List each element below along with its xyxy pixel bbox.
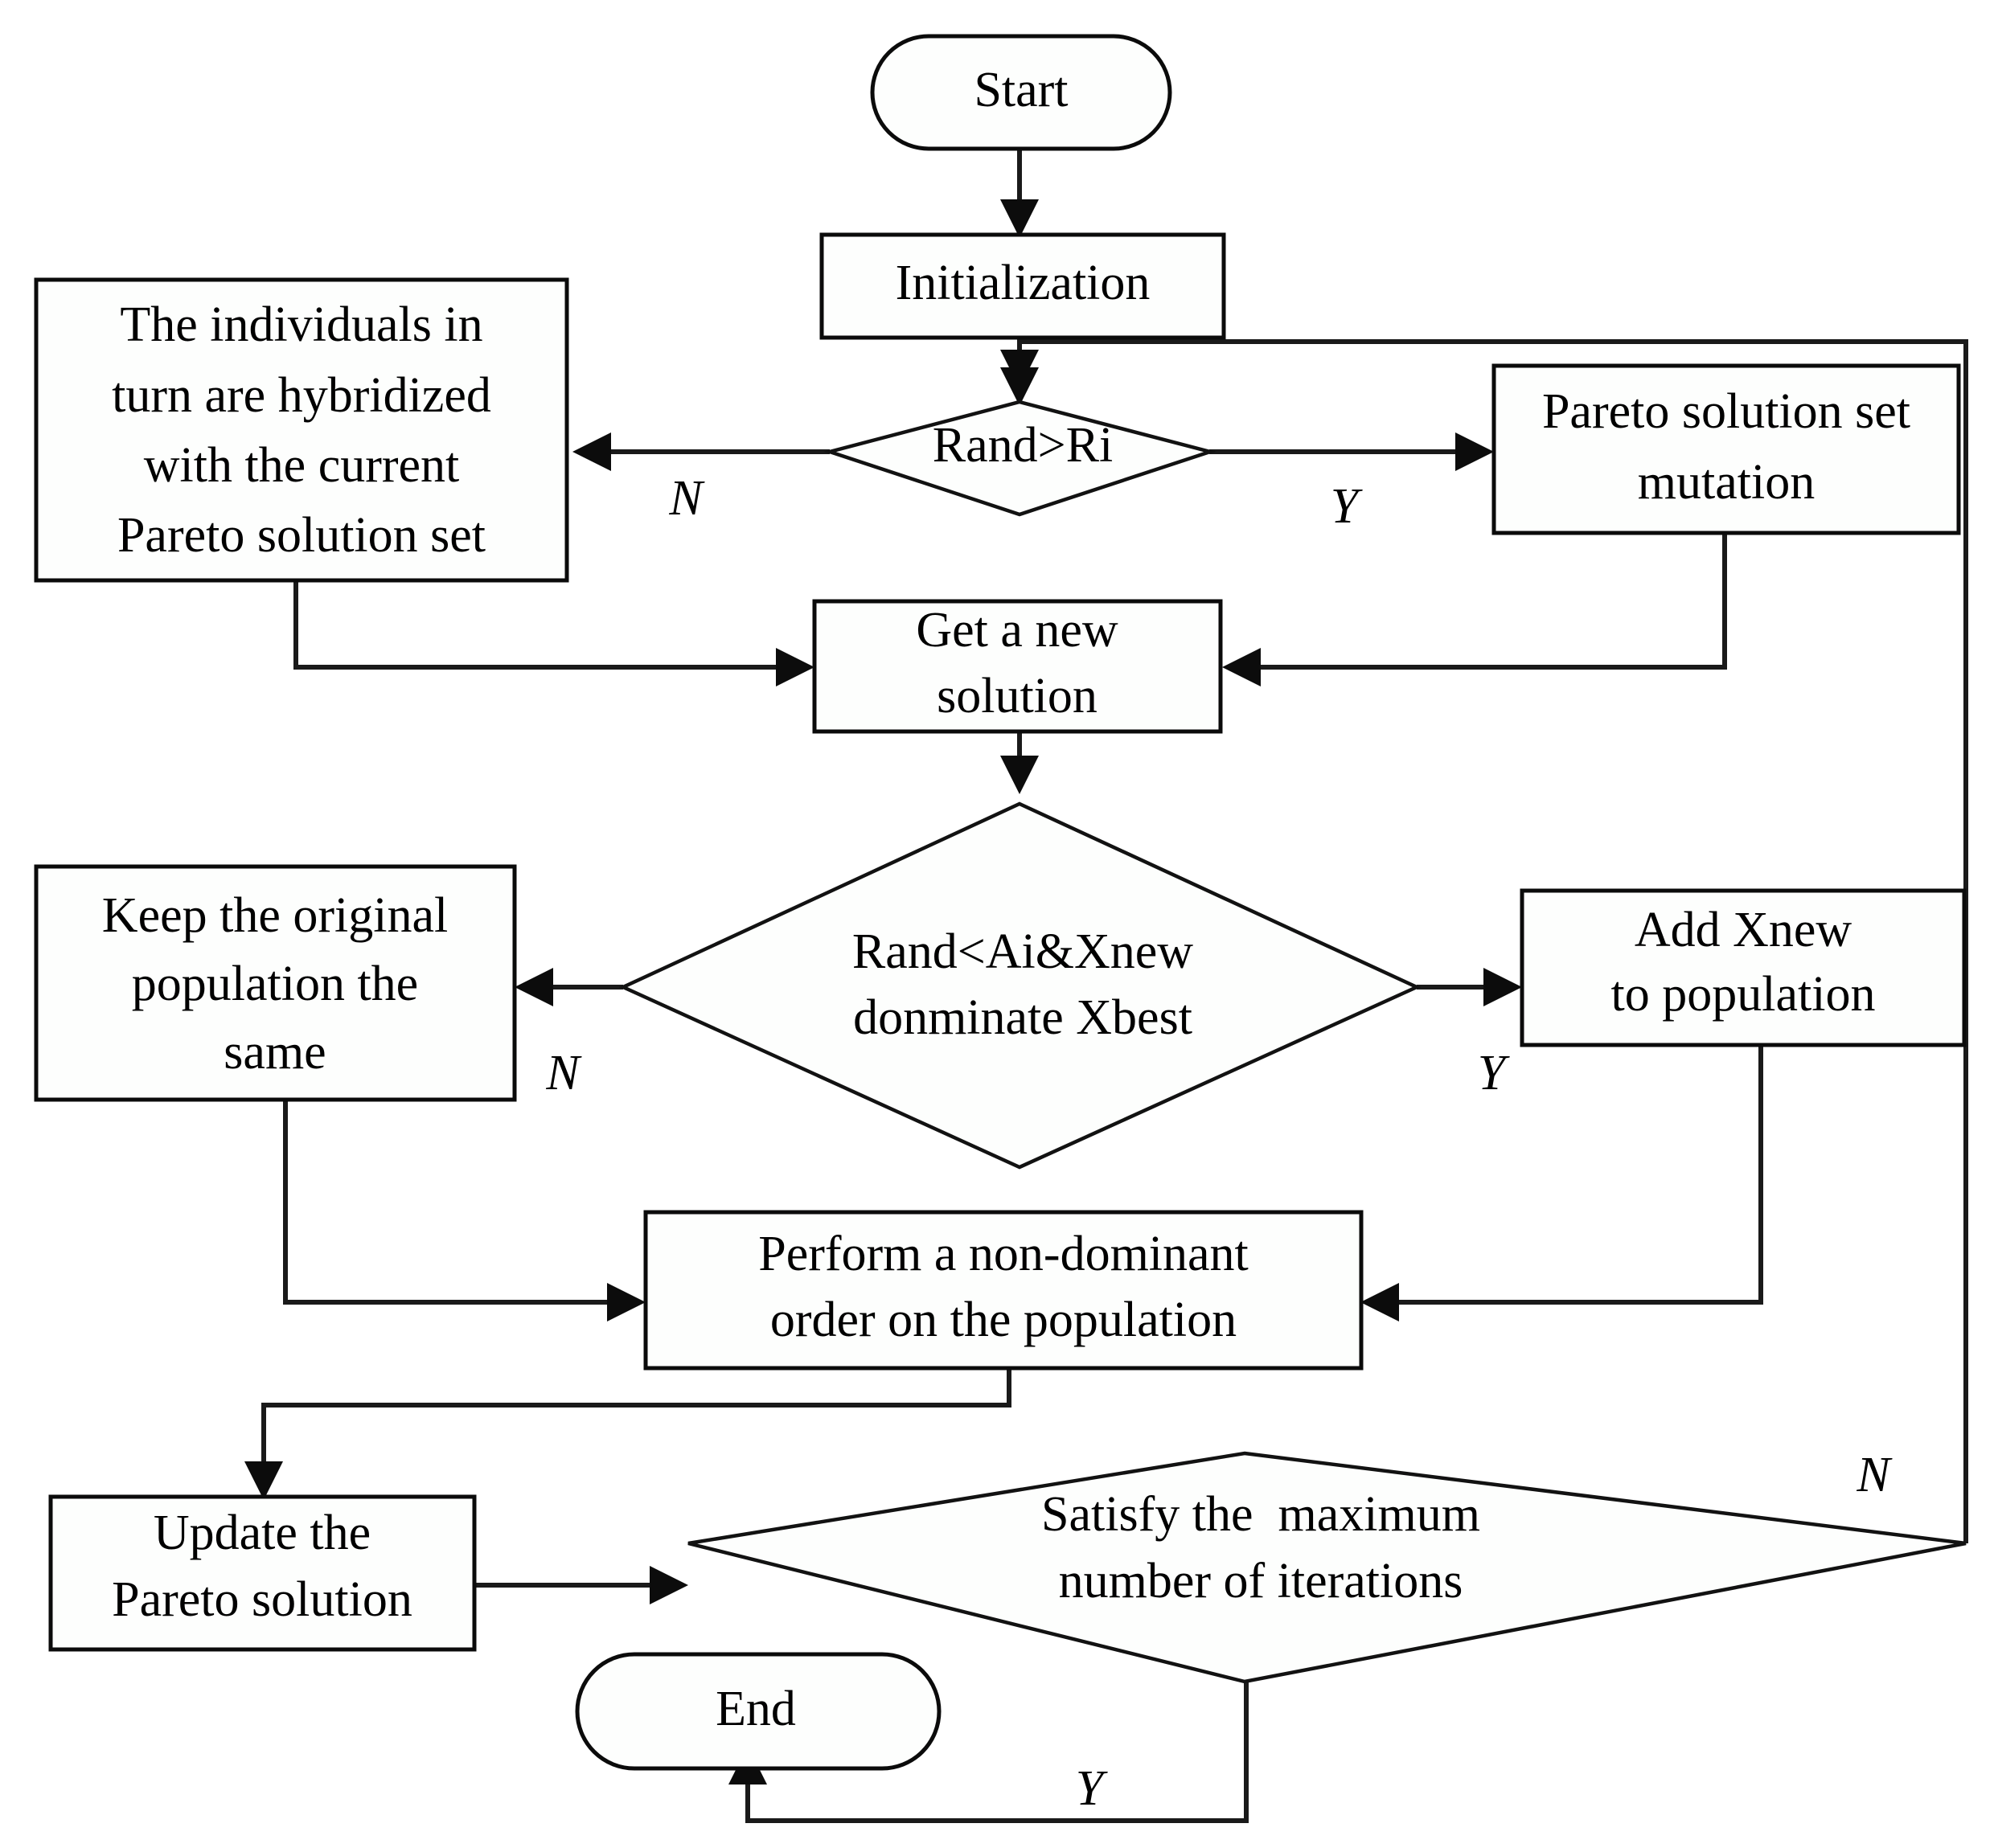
node-start-label: Start xyxy=(974,63,1068,117)
node-initialization-label: Initialization xyxy=(896,256,1151,310)
node-decision-iterations[interactable]: Satisfy the maximum number of iterations xyxy=(687,1451,1967,1684)
node-keep-population[interactable]: Keep the original population the same xyxy=(34,864,517,1102)
node-mutation[interactable]: Pareto solution set mutation xyxy=(1491,363,1961,535)
edge-dominate-no-to-keep xyxy=(515,968,623,1006)
edge-keep-to-non-dominant xyxy=(283,1100,646,1321)
node-update-pareto[interactable]: Update the Pareto solution xyxy=(48,1494,477,1652)
node-keep-population-line1: Keep the original xyxy=(102,888,448,943)
node-keep-population-line2: population the xyxy=(132,957,418,1011)
edge-rand-no-to-hybridize xyxy=(572,432,830,471)
edge-add-xnew-to-non-dominant xyxy=(1360,1045,1763,1321)
branch-label-dominate-no: N xyxy=(545,1046,582,1100)
edge-mutation-to-new-solution xyxy=(1222,533,1727,686)
edge-start-to-initialization xyxy=(1000,149,1039,238)
branch-label-rand-no: N xyxy=(668,471,705,526)
node-mutation-line2: mutation xyxy=(1638,455,1815,510)
node-decision-dominate-line1: Rand<Ai&Xnew xyxy=(852,924,1193,979)
node-add-xnew-line1: Add Xnew xyxy=(1635,903,1852,957)
edge-non-dominant-to-update-pareto xyxy=(244,1368,1011,1500)
node-add-xnew-line2: to population xyxy=(1611,967,1876,1022)
edge-iterations-no-feedback xyxy=(1020,339,1968,1543)
node-new-solution[interactable]: Get a new solution xyxy=(812,599,1223,734)
node-hybridize[interactable]: The individuals in turn are hybridized w… xyxy=(34,277,569,583)
node-hybridize-line1: The individuals in xyxy=(120,297,482,352)
node-decision-iterations-line1: Satisfy the maximum xyxy=(1041,1487,1480,1542)
node-hybridize-line4: Pareto solution set xyxy=(117,508,486,563)
branch-label-iterations-yes: Y xyxy=(1076,1761,1108,1816)
node-non-dominant-line2: order on the population xyxy=(770,1293,1237,1347)
node-new-solution-line2: solution xyxy=(937,669,1098,723)
edge-new-solution-to-decision-dominate xyxy=(1000,731,1039,794)
node-add-xnew[interactable]: Add Xnew to population xyxy=(1520,888,1967,1047)
node-hybridize-line2: turn are hybridized xyxy=(112,368,491,423)
node-hybridize-line3: with the current xyxy=(144,438,460,493)
node-decision-rand-ri[interactable]: Rand>Ri xyxy=(823,400,1217,517)
node-end-label: End xyxy=(716,1682,796,1736)
node-decision-dominate-line2: donminate Xbest xyxy=(853,990,1192,1045)
node-decision-iterations-line2: number of iterations xyxy=(1059,1554,1463,1608)
edge-dominate-yes-to-add-xnew xyxy=(1417,968,1522,1006)
node-decision-rand-ri-label: Rand>Ri xyxy=(933,418,1113,473)
edge-update-pareto-to-decision-iterations xyxy=(474,1566,688,1604)
node-keep-population-line3: same xyxy=(224,1025,326,1080)
node-start[interactable]: Start xyxy=(870,34,1172,151)
node-non-dominant-line1: Perform a non-dominant xyxy=(758,1227,1249,1281)
node-non-dominant-order[interactable]: Perform a non-dominant order on the popu… xyxy=(643,1210,1364,1371)
node-update-pareto-line2: Pareto solution xyxy=(112,1572,412,1627)
node-update-pareto-line1: Update the xyxy=(154,1506,371,1560)
node-end[interactable]: End xyxy=(575,1652,942,1771)
branch-label-rand-yes: Y xyxy=(1331,479,1363,534)
branch-label-iterations-no: N xyxy=(1856,1448,1893,1502)
edge-hybridize-to-new-solution xyxy=(293,580,814,686)
node-mutation-line1: Pareto solution set xyxy=(1542,384,1910,439)
node-new-solution-line1: Get a new xyxy=(916,603,1118,658)
branch-label-dominate-yes: Y xyxy=(1478,1046,1510,1100)
node-initialization[interactable]: Initialization xyxy=(819,232,1226,340)
edge-initialization-to-decision-rand xyxy=(1000,336,1039,406)
edge-rand-yes-to-mutation xyxy=(1209,432,1494,471)
node-decision-dominate[interactable]: Rand<Ai&Xnew donminate Xbest xyxy=(618,801,1422,1170)
